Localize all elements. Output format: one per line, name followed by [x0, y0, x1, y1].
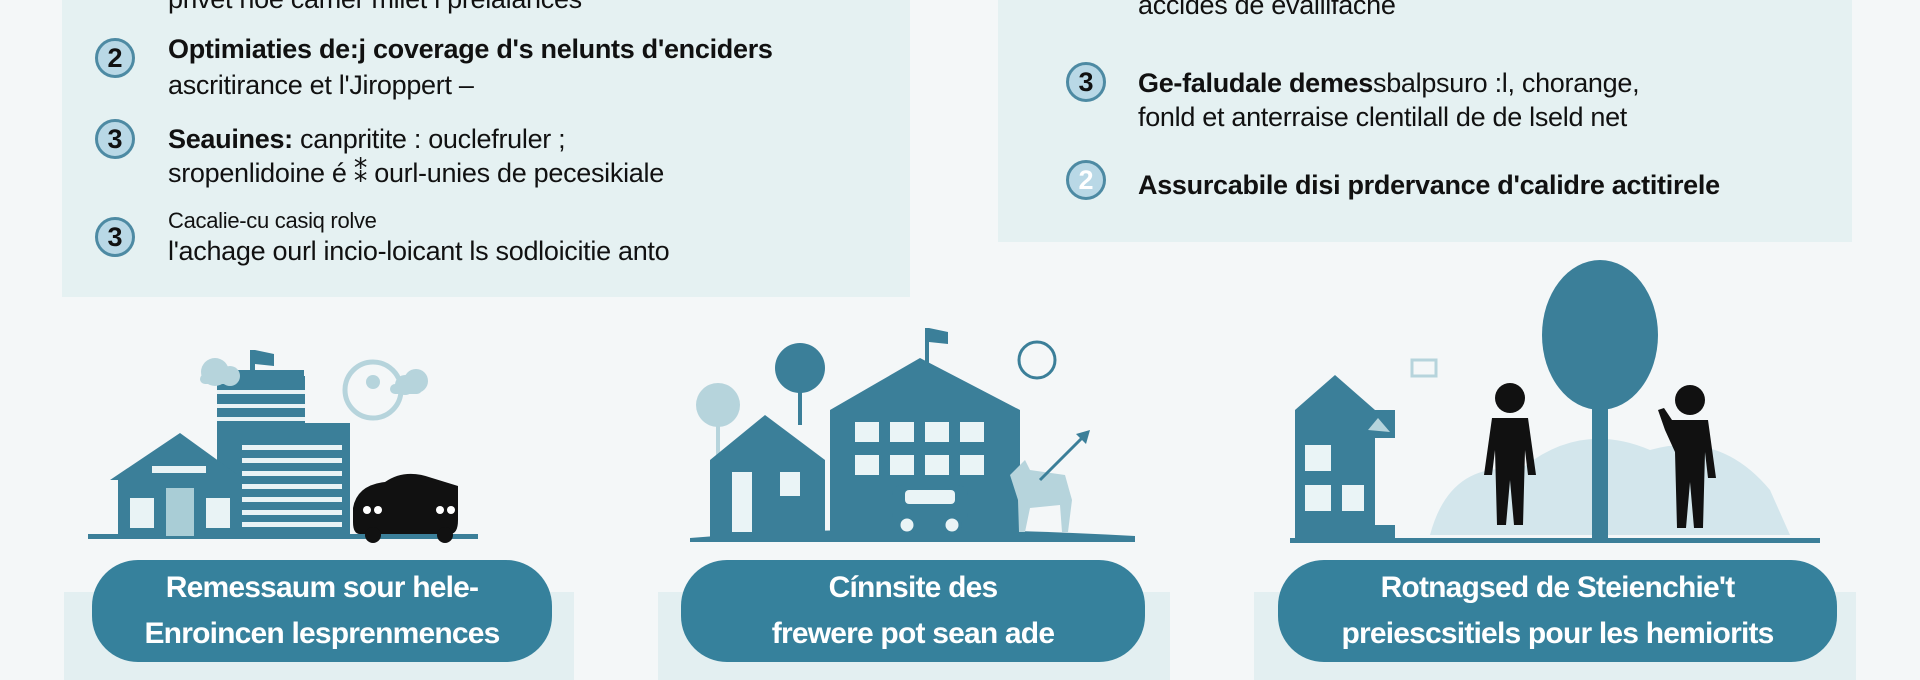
- card-line: Enroincen lesprenmences: [144, 617, 500, 650]
- item-title: Cacalie-cu casiq rolve: [168, 208, 377, 233]
- item-title-bold: Seauines:: [168, 124, 293, 154]
- card-line: Remessaum sour hele-: [165, 571, 479, 604]
- person-icon: [1484, 383, 1536, 525]
- village-illustration: [690, 328, 1135, 542]
- item-title: Optimiaties de:j coverage d's nelunts d'…: [168, 34, 773, 64]
- car-icon: [353, 473, 458, 543]
- item-text: l'achage ourl incio-loicant ls sodloicit…: [168, 236, 670, 266]
- car-icon: [892, 485, 968, 535]
- compass-icon: [1017, 340, 1057, 380]
- deer-icon: [1010, 460, 1072, 532]
- number-badge: 3: [95, 119, 135, 159]
- people-illustration: [1290, 260, 1820, 543]
- card-line: frewere pot sean ade: [771, 617, 1055, 650]
- number-badge: 2: [1066, 160, 1106, 200]
- item-title-rest: sbalpsuro :l, chorange,: [1373, 68, 1640, 98]
- item-text: sropenlidoine é ⁑ ourl-unies de pecesiki…: [168, 158, 664, 188]
- number-badge: 3: [1066, 62, 1106, 102]
- item-title-bold: Ge-faludale demes: [1138, 68, 1373, 98]
- card-line: Cínnsite des: [828, 571, 999, 604]
- number-badge: 2: [95, 38, 135, 78]
- item-title: Seauines: canpritite : ouclefruler ;: [168, 124, 566, 155]
- number-badge: 3: [95, 217, 135, 257]
- person-icon: [1658, 385, 1716, 528]
- city-illustration: [88, 350, 478, 543]
- partial-line: accides de evallifache: [1138, 0, 1396, 20]
- partial-line: privet noe camer milet i prelalances: [168, 0, 582, 15]
- item-text: fonld et anterraise clentilall de de lse…: [1138, 102, 1628, 132]
- card-line: Rotnagsed de Steienchie't: [1380, 571, 1736, 604]
- right-info-panel: accides de evallifache 3 Ge-faludale dem…: [998, 0, 1852, 242]
- item-title: Assurcabile disi prdervance d'calidre ac…: [1138, 170, 1720, 200]
- item-title: Ge-faludale demessbalpsuro :l, chorange,: [1138, 68, 1640, 99]
- card-label-3: Rotnagsed de Steienchie't preiescsitiels…: [1278, 560, 1837, 662]
- card-label-1: Remessaum sour hele- Enroincen lesprenme…: [92, 560, 552, 662]
- left-info-panel: privet noe camer milet i prelalances 2 O…: [62, 0, 910, 297]
- item-title-rest: canpritite : ouclefruler ;: [292, 124, 566, 154]
- card-line: preiescsitiels pour les hemiorits: [1341, 617, 1774, 650]
- item-text: ascritirance et l'Jiroppert –: [168, 70, 474, 100]
- card-label-2: Cínnsite des frewere pot sean ade: [681, 560, 1145, 662]
